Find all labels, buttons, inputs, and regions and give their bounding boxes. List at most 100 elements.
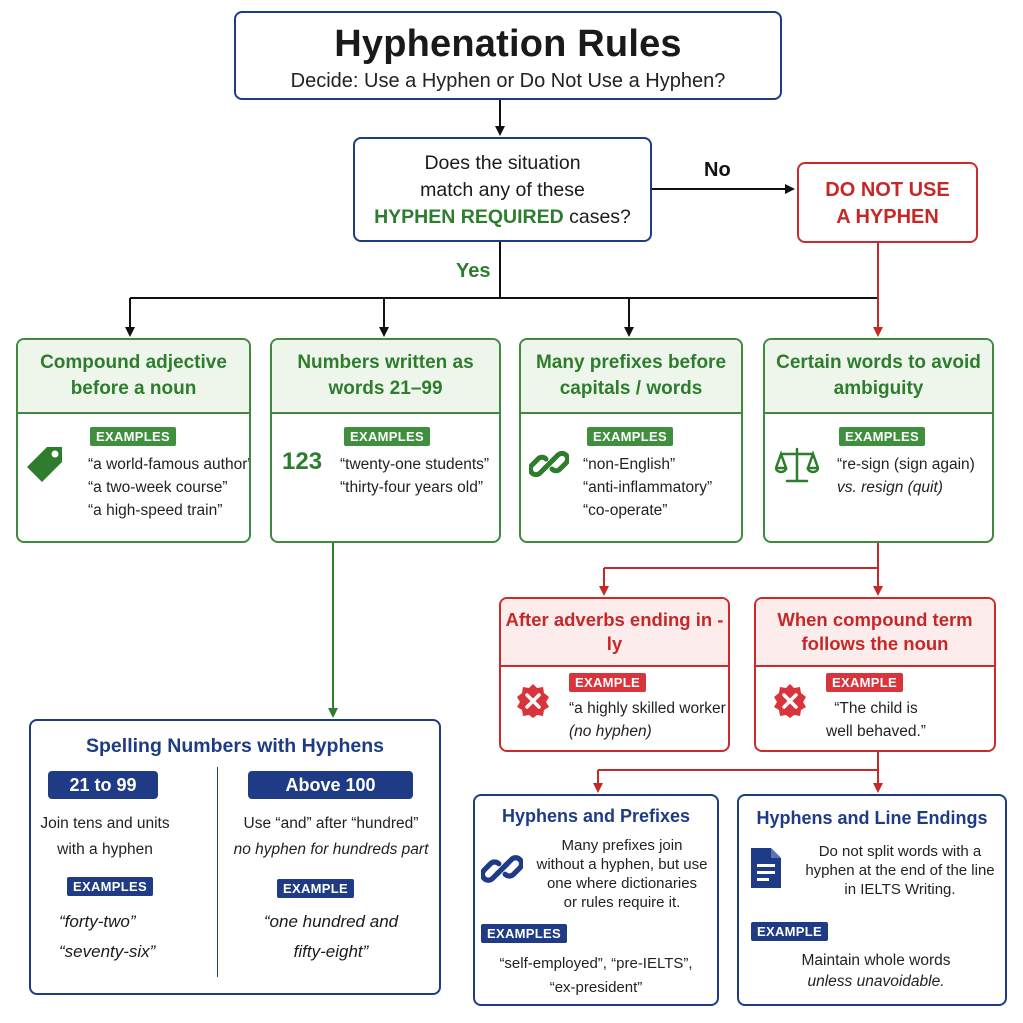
body-line: Many prefixes join (561, 837, 683, 854)
examples-badge: EXAMPLES (587, 427, 673, 446)
left-desc-line: Join tens and units (40, 815, 170, 832)
line-endings-box: Hyphens and Line Endings Do not split wo… (737, 794, 1007, 1006)
exception-adverbs: After adverbs ending in -ly EXAMPLE “a h… (499, 597, 730, 752)
prefixes-box: Hyphens and Prefixes Many prefixes join … (473, 794, 719, 1006)
line-endings-body: Do not split words with a hyphen at the … (795, 842, 1005, 899)
example-item: “The child is (834, 700, 918, 717)
scales-icon (774, 446, 820, 491)
link-icon (479, 848, 525, 895)
category-prefixes: Many prefixes before capitals / words EX… (519, 338, 743, 543)
example-badge: EXAMPLE (751, 922, 828, 941)
left-desc-line: with a hyphen (57, 841, 153, 858)
example-item: vs. resign (quit) (837, 479, 943, 496)
body-line: in IELTS Writing. (844, 881, 956, 898)
examples-badge: EXAMPLES (481, 924, 567, 943)
example-list: “re-sign (sign again) vs. resign (quit) (837, 453, 975, 499)
body-line: without a hyphen, but use (536, 856, 708, 873)
question-line-2: match any of these (420, 179, 585, 201)
example-item: “ex-president” (549, 979, 643, 996)
examples-badge: EXAMPLES (90, 427, 176, 446)
examples-badge: EXAMPLES (344, 427, 430, 446)
example-list: “non-English” “anti-inflammatory” “co-op… (583, 453, 712, 522)
pill-21-to-99: 21 to 99 (48, 771, 158, 799)
examples-badge: EXAMPLES (67, 877, 153, 896)
document-icon (749, 846, 783, 895)
do-not-use-line-2: A HYPHEN (836, 206, 939, 228)
example-item: “a world-famous author” (88, 456, 251, 473)
numbers-icon: 123 (282, 448, 323, 475)
edge-label-yes: Yes (456, 260, 491, 282)
left-examples: “forty-two” “seventy-six” (59, 907, 155, 967)
body-line: one where dictionaries (546, 875, 698, 892)
example-badge: EXAMPLE (277, 879, 354, 898)
spelling-numbers-box: Spelling Numbers with Hyphens 21 to 99 J… (29, 719, 441, 995)
category-ambiguity: Certain words to avoid ambiguity EXAMPLE… (763, 338, 994, 543)
question-suffix: cases? (563, 206, 631, 228)
example-item: “a highly skilled worker (569, 700, 726, 717)
do-not-use-node: DO NOT USE A HYPHEN (797, 162, 978, 243)
left-desc: Join tens and units with a hyphen (31, 811, 179, 863)
example-badge: EXAMPLE (569, 673, 646, 692)
question-line-3: HYPHEN REQUIRED cases? (355, 204, 650, 231)
category-title: Numbers written as words 21–99 (272, 340, 499, 414)
exception-after-noun: When compound term follows the noun EXAM… (754, 597, 996, 752)
body-line: Do not split words with a (818, 843, 982, 860)
example-item: “co-operate” (583, 502, 668, 519)
example-item: unless unavoidable. (807, 973, 945, 990)
spelling-title: Spelling Numbers with Hyphens (86, 735, 384, 757)
example-item: (no hyphen) (569, 723, 652, 740)
body-line: hyphen at the end of the line (805, 862, 995, 879)
example-badge: EXAMPLE (826, 673, 903, 692)
question-highlight: HYPHEN REQUIRED (374, 206, 564, 228)
line-endings-example: Maintain whole words unless unavoidable. (761, 950, 991, 992)
example-item: “forty-two” (59, 912, 136, 931)
example-item: “re-sign (sign again) (837, 456, 975, 473)
category-title: Certain words to avoid ambiguity (765, 340, 992, 414)
example-list: “a highly skilled worker (no hyphen) (569, 697, 726, 743)
page-subtitle: Decide: Use a Hyphen or Do Not Use a Hyp… (290, 70, 726, 92)
example-item: “seventy-six” (59, 942, 156, 961)
page-title: Hyphenation Rules (334, 23, 682, 65)
example-list: “a world-famous author” “a two-week cour… (88, 453, 251, 522)
question-line-1: Does the situation (424, 152, 581, 174)
example-item: “one hundred and (263, 912, 399, 931)
prefixes-examples: “self-employed”, “pre-IELTS”, “ex-presid… (475, 952, 717, 1000)
prefixes-title: Hyphens and Prefixes (501, 806, 691, 826)
right-desc: Use “and” after “hundred” no hyphen for … (227, 811, 435, 863)
right-examples: “one hundred and fifty-eight” (227, 907, 435, 967)
right-desc-line: Use “and” after “hundred” (243, 815, 419, 832)
prefixes-body: Many prefixes join without a hyphen, but… (527, 836, 717, 912)
line-endings-title: Hyphens and Line Endings (756, 808, 988, 828)
category-title: Many prefixes before capitals / words (521, 340, 741, 414)
category-title: Compound adjective before a noun (18, 340, 249, 414)
example-item: well behaved.” (826, 723, 926, 740)
exception-title: When compound term follows the noun (756, 599, 994, 667)
question-node: Does the situation match any of these HY… (353, 137, 652, 242)
example-list: “The child is well behaved.” (826, 697, 926, 743)
right-desc-line: no hyphen for hundreds part (233, 841, 429, 858)
error-icon (515, 683, 551, 724)
example-item: “thirty-four years old” (340, 479, 483, 496)
link-icon (527, 444, 571, 489)
body-line: or rules require it. (563, 894, 681, 911)
example-item: Maintain whole words (801, 952, 951, 969)
examples-badge: EXAMPLES (839, 427, 925, 446)
example-list: “twenty-one students” “thirty-four years… (340, 453, 489, 499)
example-item: “a two-week course” (88, 479, 228, 496)
example-item: “a high-speed train” (88, 502, 223, 519)
exception-title: After adverbs ending in -ly (501, 599, 728, 667)
category-numbers: Numbers written as words 21–99 123 EXAMP… (270, 338, 501, 543)
pill-above-100: Above 100 (248, 771, 413, 799)
title-box: Hyphenation Rules Decide: Use a Hyphen o… (234, 11, 782, 100)
example-item: “self-employed”, “pre-IELTS”, (499, 955, 693, 972)
tag-icon (25, 444, 65, 489)
category-compound-adjective: Compound adjective before a noun EXAMPLE… (16, 338, 251, 543)
example-item: “anti-inflammatory” (583, 479, 713, 496)
edge-label-no: No (704, 159, 731, 181)
example-item: “twenty-one students” (340, 456, 490, 473)
example-item: “non-English” (583, 456, 676, 473)
example-item: fifty-eight” (293, 942, 369, 961)
error-icon (772, 683, 808, 724)
do-not-use-line-1: DO NOT USE (825, 179, 950, 201)
